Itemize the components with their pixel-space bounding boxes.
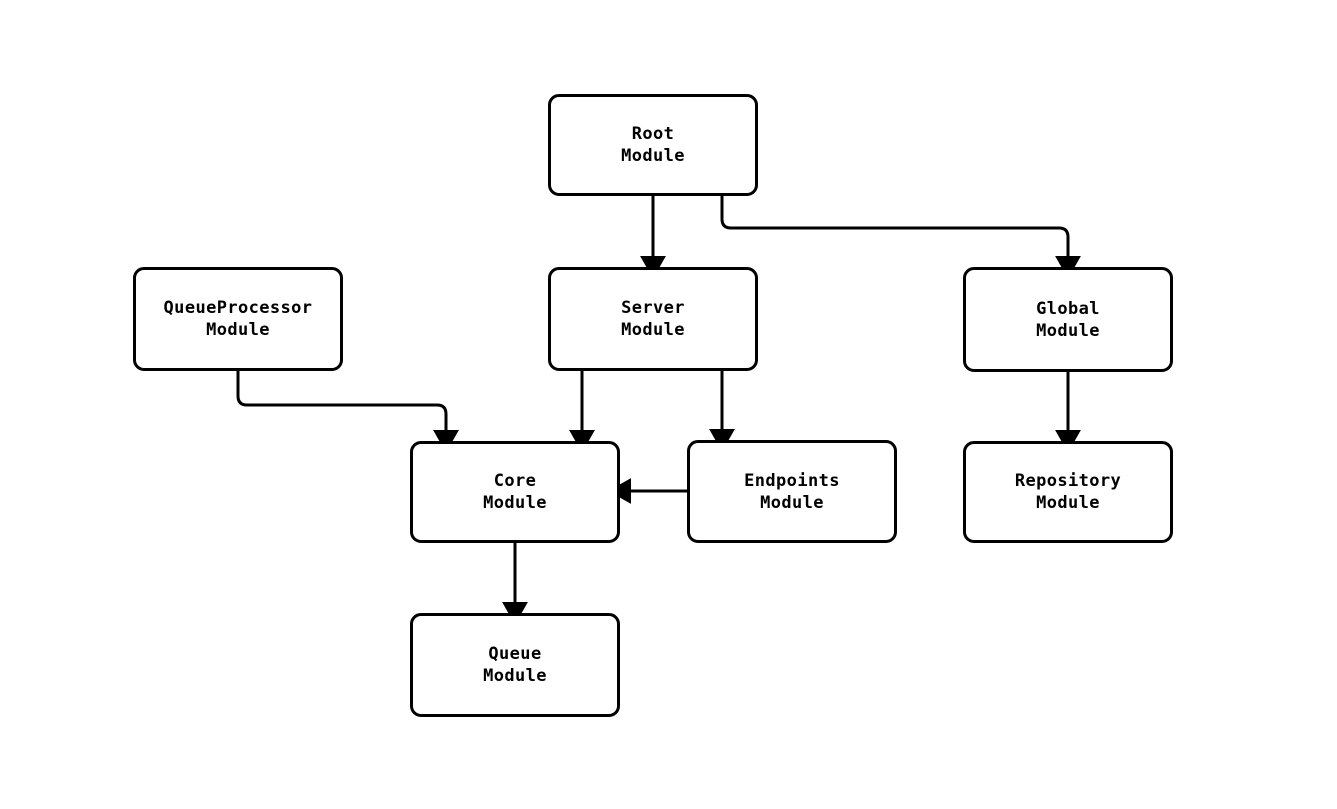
edge-queueprocessor-to-core (236, 371, 459, 453)
node-label-primary: Endpoints (744, 470, 840, 491)
node-label-secondary: Module (483, 493, 547, 513)
node-label-secondary: Module (760, 492, 824, 513)
node-label-primary: QueueProcessor (163, 298, 313, 318)
node-label-secondary: Module (483, 666, 547, 686)
node-label-primary: Root (631, 124, 675, 144)
node-label-secondary: Module (621, 320, 685, 340)
node-label-secondary: Module (206, 320, 270, 340)
node-label-secondary: Module (1036, 320, 1100, 341)
node-label-primary: Global (1036, 298, 1100, 319)
node-label-primary: Repository (1014, 471, 1122, 491)
node-label-secondary: Module (621, 146, 685, 166)
node-label-secondary: Module (1036, 493, 1100, 513)
node-label-primary: Queue (488, 644, 542, 664)
node-label-primary: Server (621, 298, 685, 318)
edge-root-to-global (720, 196, 1081, 279)
node-label-primary: Core (493, 471, 537, 491)
edge-paths (236, 196, 1081, 625)
